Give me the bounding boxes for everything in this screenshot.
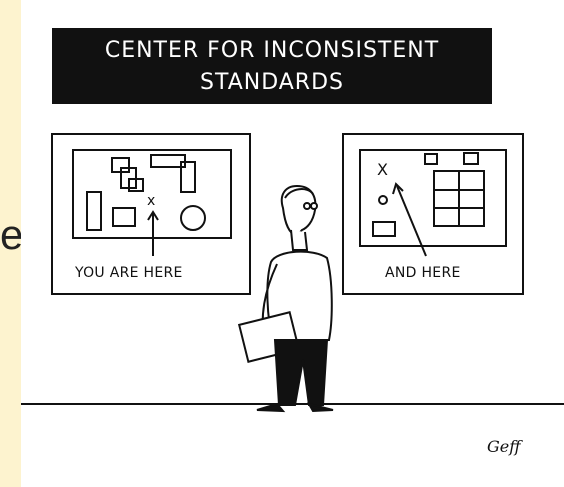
right-map-caption: AND HERE [385, 265, 461, 281]
left-map-caption: YOU ARE HERE [75, 265, 183, 281]
right-map-board [342, 133, 524, 295]
banner-line-1: CENTER FOR INCONSISTENT [104, 38, 440, 63]
left-map-board [51, 133, 251, 295]
cartoon-panel: CENTER FOR INCONSISTENT STANDARDS x [21, 0, 564, 487]
left-map-marker-x: x [147, 193, 155, 209]
artist-signature: Geff [487, 437, 521, 456]
title-banner: CENTER FOR INCONSISTENT STANDARDS [52, 28, 492, 104]
banner-line-2: STANDARDS [200, 70, 344, 95]
character-figure [237, 184, 334, 413]
cartoon-drawing: x X [21, 133, 564, 413]
right-map-marker-x: X [377, 160, 388, 179]
partial-slide-text: e [0, 211, 24, 258]
